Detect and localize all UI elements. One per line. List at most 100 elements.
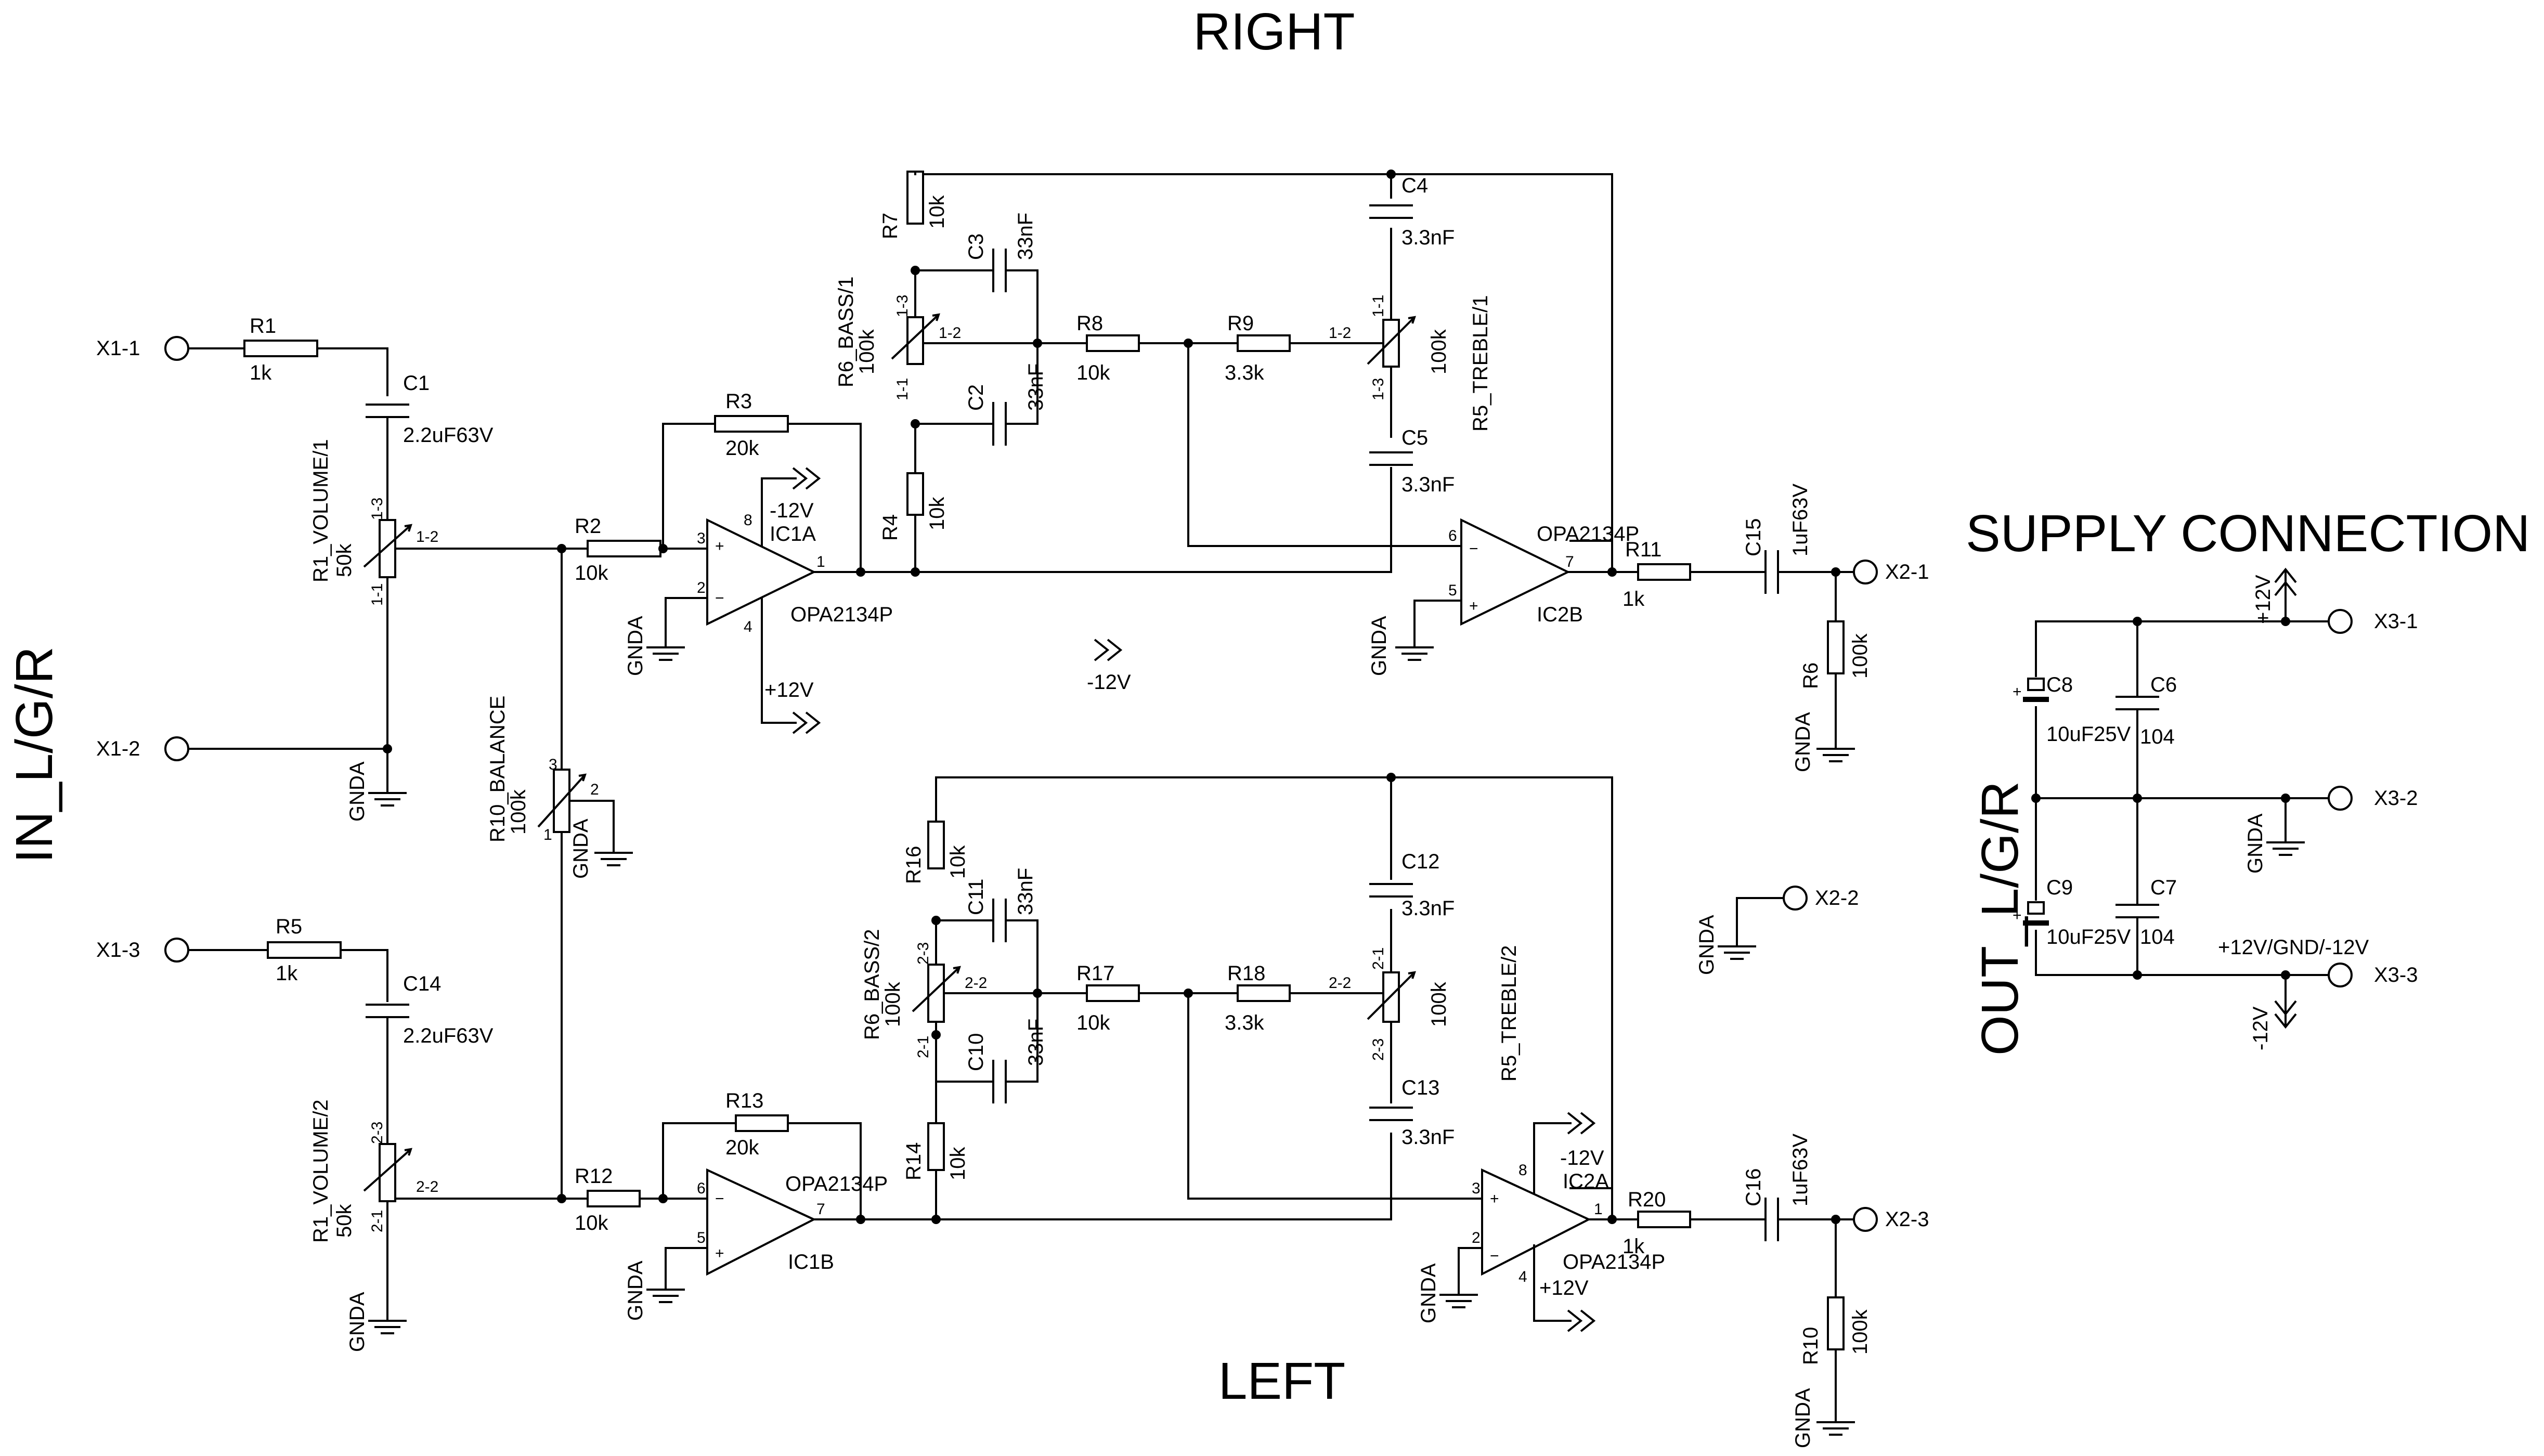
resistor-r4 [906,472,924,516]
ground-symbol [1439,1294,1478,1308]
vol2-p3: 2-3 [369,1122,386,1144]
gnd-label: GNDA [624,616,647,676]
r12-name: R12 [575,1165,613,1188]
ground-symbol [368,1320,407,1334]
treb1-value: 100k [1427,329,1450,374]
terminal-x3-2[interactable] [2328,786,2353,811]
gnd-label: GNDA [1792,1388,1814,1448]
terminal-x2-1[interactable] [1853,560,1878,584]
bass2-p1: 2-1 [915,1036,932,1058]
bal-p1: 1 [543,826,552,843]
resistor-r18 [1237,984,1291,1002]
bal-value: 100k [507,789,530,835]
resistor-r13 [735,1114,789,1132]
c2-name: C2 [965,384,988,411]
vol2-name: R1_VOLUME/2 [309,1099,332,1243]
r4-value: 10k [926,497,949,530]
ground-symbol [594,852,633,866]
ground-symbol [1395,646,1434,661]
bass1-p3: 1-3 [894,295,911,317]
treb1-p3: 1-3 [1370,378,1387,400]
r5-name: R5 [276,915,302,938]
terminal-x2-2[interactable] [1783,886,1808,911]
input-left-channel: X1-3 R5 1k C14 2.2uF63V 2-3 2-1 2-2 R1_V… [96,915,563,1352]
r6-name: R6 [1799,662,1822,689]
output-ground: X2-2 GNDA [1695,886,1859,975]
r10-value: 100k [1849,1309,1872,1355]
resistor-r20 [1637,1211,1691,1228]
capacitor-c1 [366,404,409,521]
gnd-label: GNDA [569,818,592,879]
ic2b-part: OPA2134P [1537,523,1639,545]
ground-symbol [368,792,407,807]
resistor-r17 [1086,984,1140,1002]
ic2a-pin8: 8 [1518,1162,1527,1179]
terminal-x2-3[interactable] [1853,1207,1878,1232]
opamp-ic2b [1460,518,1570,626]
vol1-p2: 1-2 [416,528,438,545]
ic2b-pin5: 5 [1448,582,1457,599]
capacitor-c4 [1369,204,1413,219]
bass2-name: R6_BASS/2 [861,929,884,1040]
ic1b-pin7: 7 [816,1201,825,1218]
r11-value: 1k [1623,588,1645,610]
vol2-value: 50k [333,1204,356,1238]
terminal-x1-1[interactable] [164,336,189,361]
rail-symbol-neg-12v: -12V [1087,639,1131,694]
r20-value: 1k [1623,1235,1645,1258]
r12-value: 10k [575,1212,608,1234]
capacitor-c13 [1369,1107,1413,1121]
input-right-channel: X1-1 R1 1k C1 2.2uF63V 1-3 1-1 1-2 R1_VO… [96,315,563,822]
pot-volume-1 [379,519,396,578]
terminal-x1-3[interactable] [164,938,189,963]
ic2a-pos-rail: +12V [1539,1277,1589,1299]
treb1-p1: 1-1 [1370,295,1387,317]
bass2-p3: 2-3 [915,942,932,965]
c4-value: 3.3nF [1401,226,1455,249]
c13-name: C13 [1401,1076,1439,1099]
resistor-r9 [1237,334,1291,352]
capacitor-c7 [2115,904,2159,918]
ic1a-pos-rail: +12V [764,679,814,701]
terminal-label-x2-2: X2-2 [1815,887,1859,909]
c13-value: 3.3nF [1401,1126,1455,1149]
ground-symbol [1816,1421,1855,1436]
resistor-r16 [927,821,945,869]
c10-value: 33nF [1024,1019,1047,1066]
ic2a-part: OPA2134P [1563,1251,1665,1273]
ic2b-pin6: 6 [1448,527,1457,544]
ic1b-pin5: 5 [697,1229,706,1246]
r2-value: 10k [575,562,608,584]
resistor-r14 [927,1122,945,1171]
c16-name: C16 [1742,1168,1765,1206]
heading-input: IN_L/G/R [5,646,63,863]
ic2b-name: IC2B [1537,603,1583,626]
capacitor-c14 [366,1004,409,1145]
ic1b-pin6: 6 [697,1180,706,1197]
ic1a-pin3: 3 [697,530,706,547]
balance-section: 3 1 2 R10_BALANCE 100k GNDA [486,544,633,1203]
resistor-r7 [906,171,924,225]
r20-name: R20 [1628,1188,1666,1211]
ground-symbol [646,1289,685,1303]
c7-name: C7 [2150,876,2177,899]
c12-value: 3.3nF [1401,897,1455,920]
r7-value: 10k [926,195,949,229]
c10-name: C10 [965,1033,988,1071]
bass1-p1: 1-1 [894,378,911,400]
bass2-p2: 2-2 [965,974,987,992]
opamp-ic2a [1481,1168,1591,1276]
ic1a-pin1: 1 [816,553,825,570]
terminal-x3-1[interactable] [2328,609,2353,634]
resistor-r6 [1827,620,1845,674]
terminal-x3-3[interactable] [2328,963,2353,987]
gnd-label: GNDA [346,1292,369,1352]
r9-name: R9 [1227,312,1254,335]
bal-name: R10_BALANCE [486,696,509,842]
c8-value: 10uF25V [2046,723,2131,746]
stage-ic2b: − + GNDA 6 5 7 OPA2134P IC2B R11 1k C15 … [1368,484,1929,772]
bass1-value: 100k [855,329,878,374]
ic1a-part: OPA2134P [790,603,893,626]
svg-text:+: + [715,1245,724,1262]
terminal-x1-2[interactable] [164,736,189,761]
